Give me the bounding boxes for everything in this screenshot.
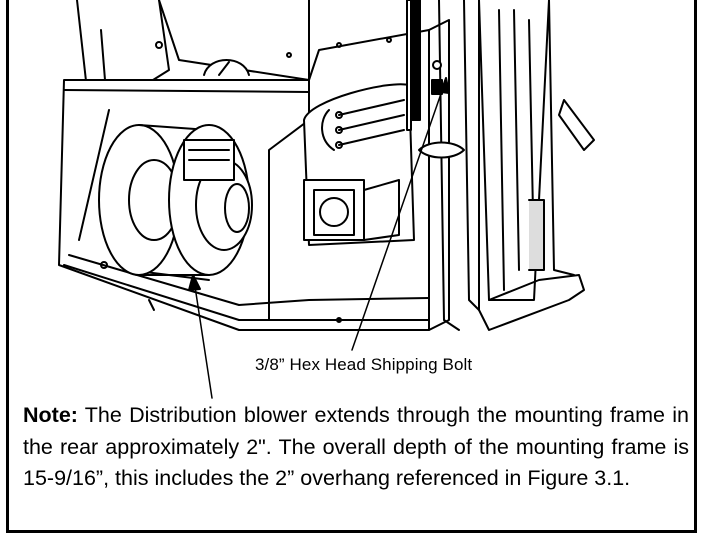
note-paragraph: Note: The Distribution blower extends th… (23, 400, 689, 495)
blower-mounting-illustration (9, 0, 700, 400)
shipping-bolt-callout: 3/8” Hex Head Shipping Bolt (255, 355, 473, 374)
vertical-rod (406, 0, 421, 131)
note-body: The Distribution blower extends through … (23, 403, 689, 490)
side-panel (418, 0, 595, 331)
figure-frame: 3/8” Hex Head Shipping Bolt Note: The Di… (6, 0, 697, 533)
distribution-blower (98, 124, 253, 276)
duct-pipe (76, 0, 310, 96)
callout-leaders (188, 77, 450, 399)
control-chamber (303, 83, 415, 246)
note-heading: Note: (23, 403, 78, 427)
